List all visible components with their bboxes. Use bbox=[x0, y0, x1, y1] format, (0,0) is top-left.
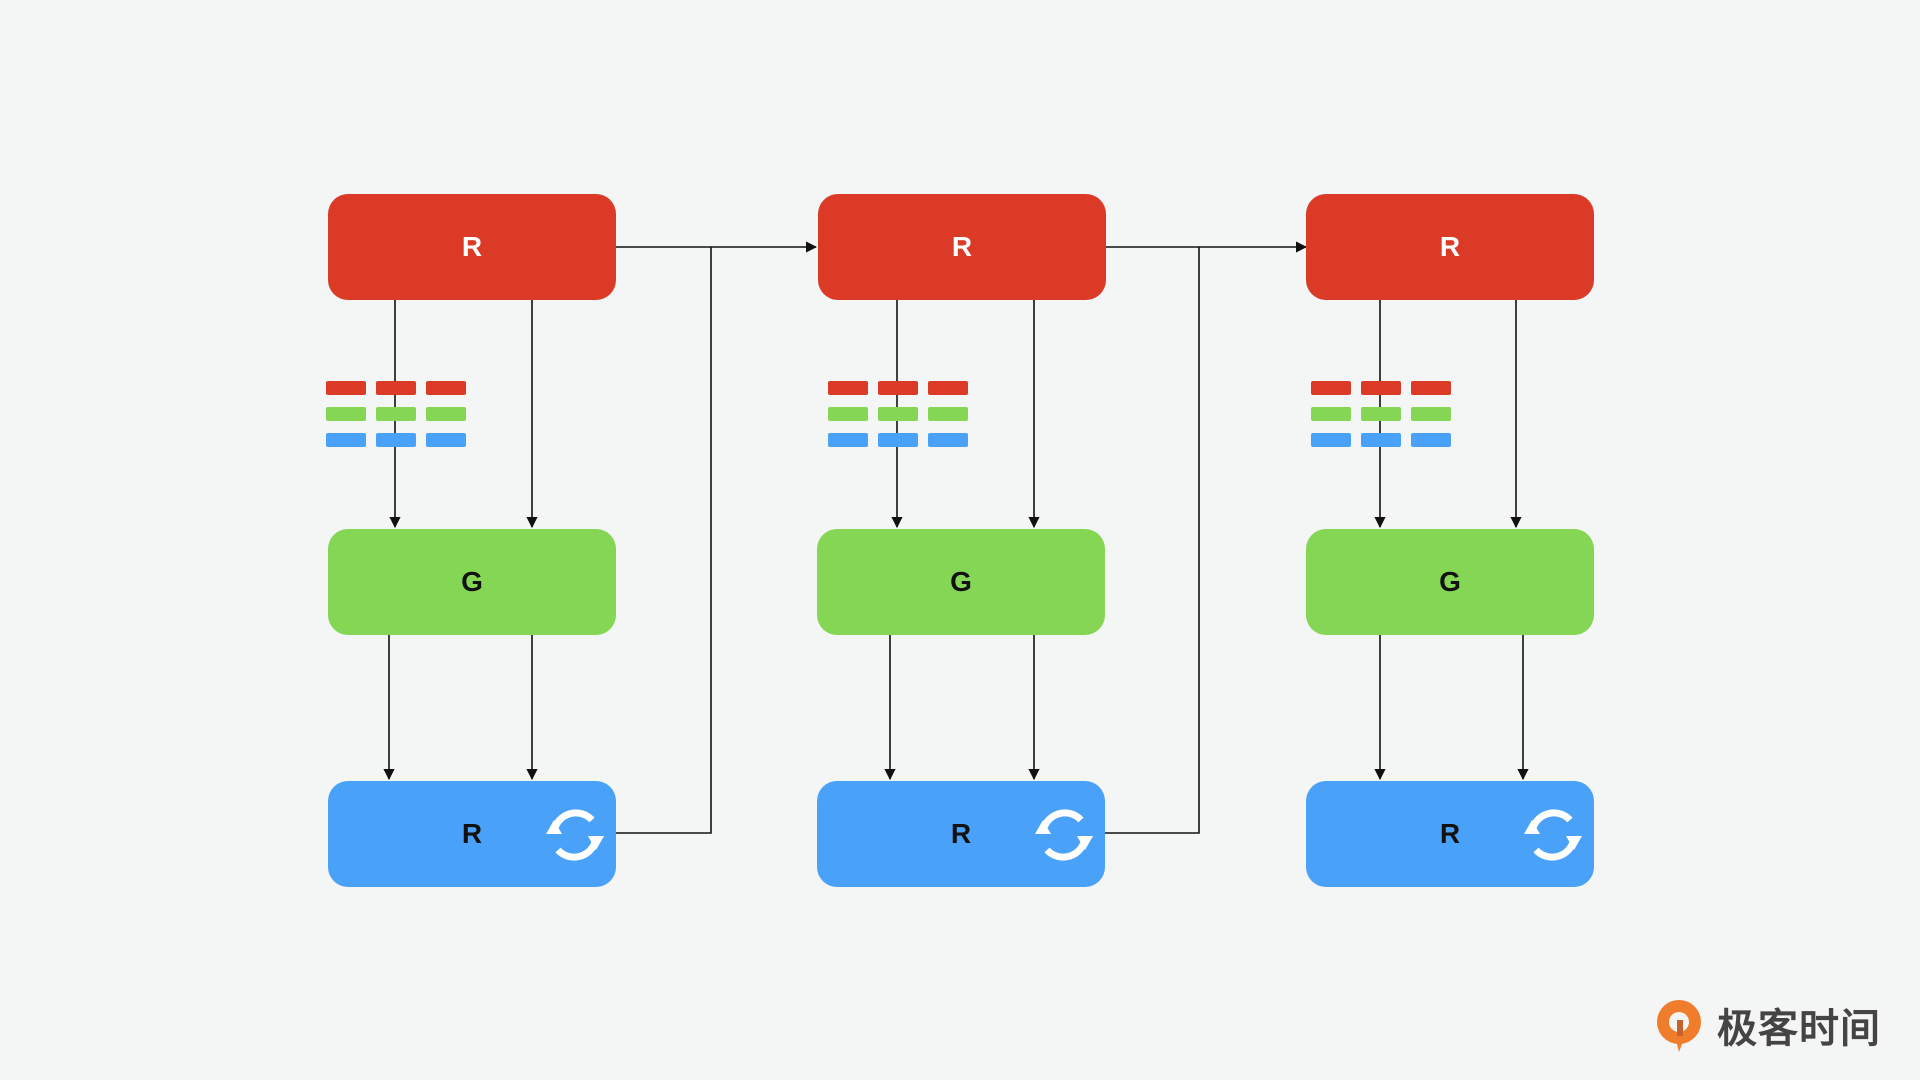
col3-middle-label: G bbox=[1439, 566, 1461, 597]
feedback-col2-bottom-to-col3-top bbox=[1104, 241, 1308, 834]
token-green bbox=[828, 407, 868, 421]
col2-bottom-label: R bbox=[950, 818, 972, 849]
token-red bbox=[828, 381, 868, 395]
col2-top-node: R bbox=[818, 194, 1106, 300]
refresh-icon bbox=[1035, 809, 1093, 861]
col2-token-grid bbox=[828, 381, 972, 451]
col3-bottom-node: R bbox=[1306, 781, 1594, 887]
col1-top-label: R bbox=[461, 231, 483, 262]
token-red bbox=[426, 381, 466, 395]
col3-top-node: R bbox=[1306, 194, 1594, 300]
token-blue bbox=[828, 433, 868, 447]
token-red bbox=[1311, 381, 1351, 395]
col3-top-label: R bbox=[1439, 231, 1461, 262]
col1-bottom-node: R bbox=[328, 781, 616, 887]
token-green bbox=[1311, 407, 1351, 421]
token-blue bbox=[1311, 433, 1351, 447]
token-green bbox=[928, 407, 968, 421]
token-red bbox=[878, 381, 918, 395]
token-green bbox=[1361, 407, 1401, 421]
col3-middle-node: G bbox=[1306, 529, 1594, 635]
refresh-icon bbox=[1524, 809, 1582, 861]
col1-middle-label: G bbox=[461, 566, 483, 597]
token-green bbox=[426, 407, 466, 421]
col1-middle-node: G bbox=[328, 529, 616, 635]
token-blue bbox=[1411, 433, 1451, 447]
refresh-icon bbox=[546, 809, 604, 861]
col3-bottom-label: R bbox=[1439, 818, 1461, 849]
brand-name: 极客时间 bbox=[1717, 1006, 1881, 1052]
geekbang-logo-icon bbox=[1657, 1000, 1701, 1052]
feedback-col1-bottom-to-col2-top bbox=[616, 241, 818, 834]
token-red bbox=[1361, 381, 1401, 395]
token-blue bbox=[928, 433, 968, 447]
token-green bbox=[1411, 407, 1451, 421]
token-blue bbox=[1361, 433, 1401, 447]
col2-middle-label: G bbox=[950, 566, 972, 597]
col2-bottom-node: R bbox=[817, 781, 1105, 887]
token-blue bbox=[376, 433, 416, 447]
col1-top-node: R bbox=[328, 194, 616, 300]
token-blue bbox=[426, 433, 466, 447]
col1-bottom-label: R bbox=[461, 818, 483, 849]
token-green bbox=[326, 407, 366, 421]
token-red bbox=[326, 381, 366, 395]
token-green bbox=[376, 407, 416, 421]
col1-token-grid bbox=[326, 381, 470, 451]
token-blue bbox=[326, 433, 366, 447]
col2-top-label: R bbox=[951, 231, 973, 262]
token-red bbox=[376, 381, 416, 395]
token-green bbox=[878, 407, 918, 421]
brand-watermark: 极客时间 bbox=[1653, 996, 1881, 1054]
token-red bbox=[928, 381, 968, 395]
token-blue bbox=[878, 433, 918, 447]
col2-middle-node: G bbox=[817, 529, 1105, 635]
col3-token-grid bbox=[1311, 381, 1455, 451]
token-red bbox=[1411, 381, 1451, 395]
